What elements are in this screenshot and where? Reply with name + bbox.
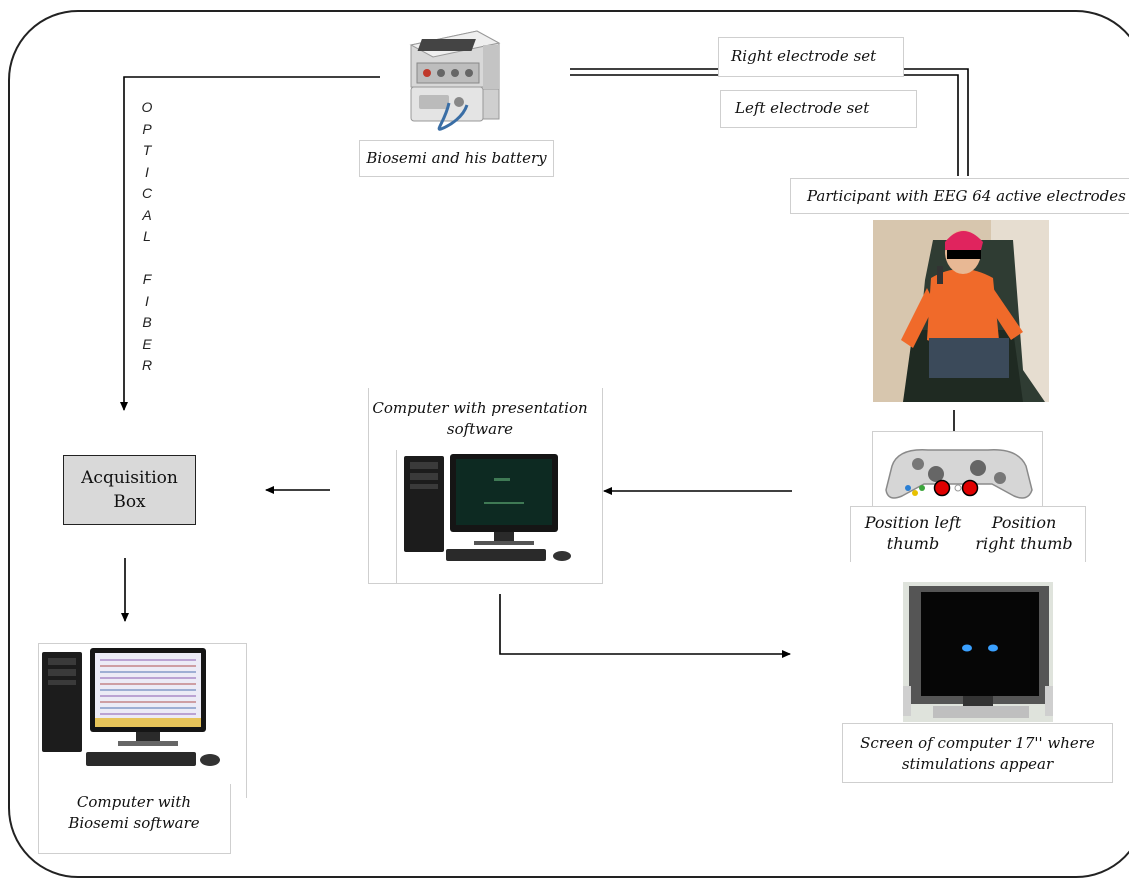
biosemi-device-image: [409, 30, 501, 131]
diagram-frame: [8, 10, 1129, 878]
left-thumb-label: Position left thumb: [864, 513, 962, 553]
left-thumb-marker: [933, 479, 951, 497]
biosemi-computer-caption: Computer with Biosemi software: [68, 793, 200, 832]
left-stimulus-dot: [962, 644, 972, 652]
participant-caption: Participant with EEG 64 active electrode…: [790, 178, 1129, 214]
right-electrode-wire: [570, 68, 969, 176]
optical-fiber-line: [120, 76, 380, 411]
stimulus-screen-image: [903, 582, 1053, 722]
pc-to-screen-arrow: [499, 594, 791, 658]
thumb-labels-panel: [850, 506, 1086, 562]
biosemi-computer-image: [42, 648, 220, 766]
gamepad-image: [885, 449, 1033, 499]
right-stimulus-dot: [988, 644, 998, 652]
acquisition-box: Acquisition Box: [63, 455, 196, 525]
right-electrode-label: Right electrode set: [718, 37, 904, 77]
participant-photo: [873, 220, 1049, 402]
presentation-computer-caption: Computer with presentation software: [372, 399, 588, 438]
left-electrode-wire: [570, 74, 959, 176]
stimulus-screen-caption: Screen of computer 17'' where stimulatio…: [842, 723, 1113, 783]
biosemi-computer-lower-panel: [38, 784, 231, 854]
biosemi-caption: Biosemi and his battery: [359, 140, 554, 177]
presentation-computer-image: [404, 454, 571, 561]
left-electrode-label: Left electrode set: [720, 90, 917, 128]
right-thumb-label: Position right thumb: [975, 513, 1073, 553]
optical-fiber-label: O P T I C A L F I B E R: [141, 99, 153, 373]
right-thumb-marker: [961, 479, 979, 497]
